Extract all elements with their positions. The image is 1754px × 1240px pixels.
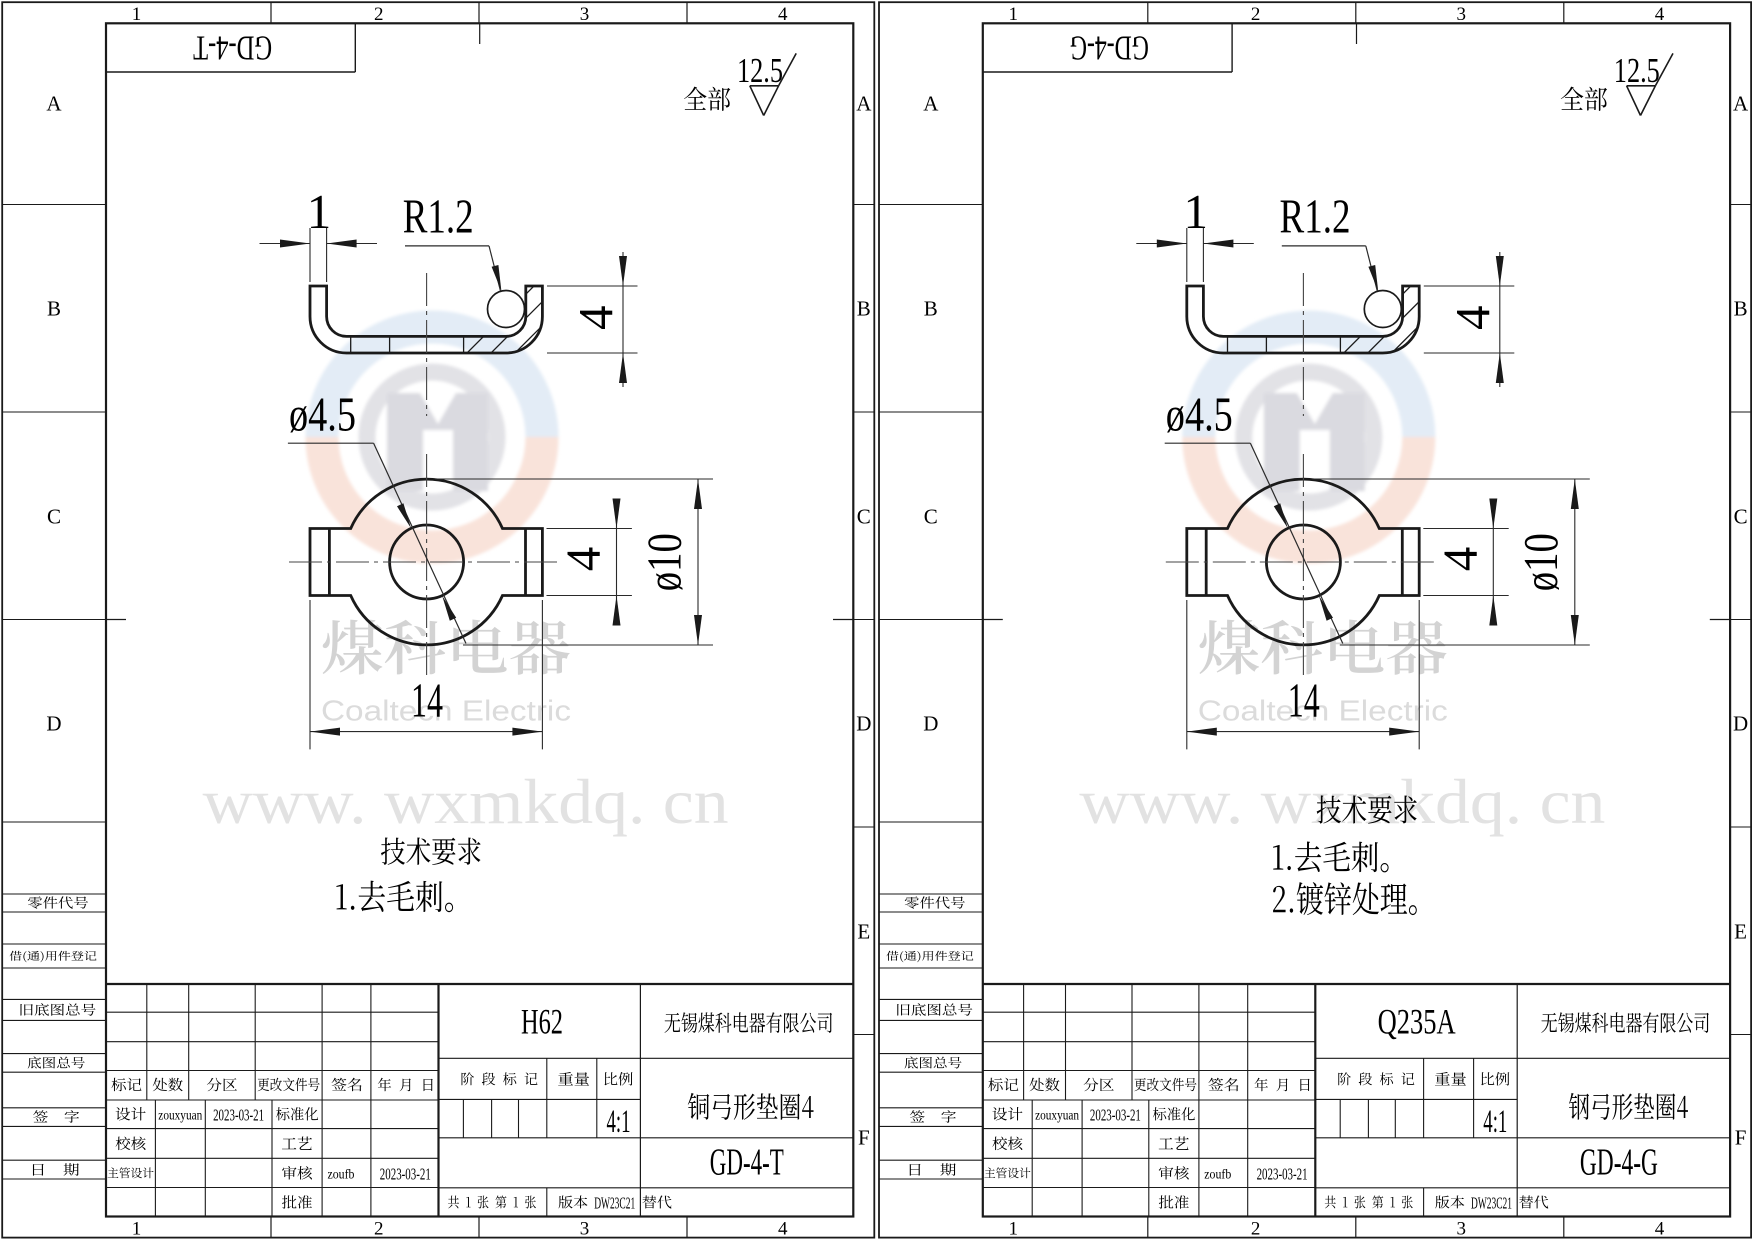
- svg-text:ø4.5: ø4.5: [1166, 387, 1233, 442]
- svg-text:4: 4: [1445, 305, 1500, 330]
- svg-text:A: A: [1733, 92, 1749, 116]
- svg-text:GD-4-G: GD-4-G: [1070, 28, 1149, 67]
- svg-text:GD-4-T: GD-4-T: [193, 28, 272, 67]
- svg-text:E: E: [857, 920, 870, 944]
- svg-text:D: D: [1733, 712, 1748, 736]
- svg-text:4: 4: [778, 4, 788, 25]
- svg-text:2: 2: [374, 1218, 384, 1239]
- svg-text:R1.2: R1.2: [403, 188, 474, 243]
- svg-text:4: 4: [778, 1218, 788, 1239]
- svg-text:12.5: 12.5: [737, 51, 783, 90]
- svg-text:2023-03-21: 2023-03-21: [1257, 1165, 1308, 1184]
- svg-text:3: 3: [580, 1218, 590, 1239]
- svg-text:www. wxmkdq. cn: www. wxmkdq. cn: [203, 766, 729, 837]
- svg-text:C: C: [1734, 505, 1748, 529]
- svg-text:DW23C21: DW23C21: [1471, 1194, 1512, 1213]
- svg-text:A: A: [856, 92, 872, 116]
- svg-text:4:1: 4:1: [607, 1104, 631, 1140]
- svg-text:4: 4: [1655, 1218, 1665, 1239]
- svg-text:zouxyuan: zouxyuan: [1035, 1109, 1079, 1124]
- svg-text:Q235A: Q235A: [1378, 1001, 1456, 1041]
- svg-text:4: 4: [556, 547, 611, 572]
- svg-text:B: B: [1734, 297, 1748, 321]
- svg-text:4: 4: [1655, 4, 1665, 25]
- svg-text:GD-4-G: GD-4-G: [1580, 1142, 1658, 1184]
- svg-text:1: 1: [1009, 1218, 1019, 1239]
- svg-text:12.5: 12.5: [1614, 51, 1660, 90]
- svg-text:R1.2: R1.2: [1280, 188, 1351, 243]
- svg-text:C: C: [47, 505, 61, 529]
- svg-text:2: 2: [1251, 4, 1261, 25]
- svg-text:www. wxmkdq. cn: www. wxmkdq. cn: [1079, 766, 1605, 837]
- svg-text:H62: H62: [521, 1001, 563, 1041]
- svg-text:3: 3: [580, 4, 590, 25]
- svg-text:A: A: [923, 92, 939, 116]
- svg-text:B: B: [924, 297, 938, 321]
- svg-text:2023-03-21: 2023-03-21: [380, 1165, 431, 1184]
- svg-text:14: 14: [1288, 672, 1320, 727]
- svg-text:zouxyuan: zouxyuan: [158, 1109, 202, 1124]
- svg-text:zoufb: zoufb: [328, 1168, 355, 1183]
- svg-text:GD-4-T: GD-4-T: [710, 1142, 784, 1184]
- svg-text:D: D: [46, 712, 61, 736]
- svg-text:B: B: [47, 297, 61, 321]
- svg-text:14: 14: [411, 672, 443, 727]
- svg-text:3: 3: [1457, 1218, 1467, 1239]
- svg-text:B: B: [857, 297, 871, 321]
- svg-text:F: F: [858, 1126, 870, 1150]
- svg-text:1: 1: [1009, 4, 1019, 25]
- svg-text:A: A: [46, 92, 62, 116]
- svg-text:C: C: [857, 505, 871, 529]
- svg-text:E: E: [1734, 920, 1747, 944]
- svg-text:3: 3: [1457, 4, 1467, 25]
- svg-text:DW23C21: DW23C21: [594, 1194, 635, 1213]
- svg-text:2023-03-21: 2023-03-21: [213, 1106, 264, 1125]
- svg-text:C: C: [924, 505, 938, 529]
- svg-text:zoufb: zoufb: [1204, 1168, 1231, 1183]
- svg-text:4: 4: [1432, 547, 1487, 572]
- svg-text:4: 4: [568, 305, 623, 330]
- svg-text:ø10: ø10: [1513, 533, 1568, 591]
- svg-text:2023-03-21: 2023-03-21: [1090, 1106, 1141, 1125]
- svg-text:Coaltech Electric: Coaltech Electric: [1198, 695, 1448, 727]
- svg-text:2: 2: [1251, 1218, 1261, 1239]
- svg-text:1: 1: [132, 4, 142, 25]
- svg-text:D: D: [923, 712, 938, 736]
- svg-text:1: 1: [132, 1218, 142, 1239]
- svg-text:ø10: ø10: [636, 533, 691, 591]
- svg-text:1: 1: [307, 184, 332, 239]
- svg-text:Coaltech Electric: Coaltech Electric: [321, 695, 571, 727]
- svg-text:D: D: [856, 712, 871, 736]
- svg-text:4:1: 4:1: [1483, 1104, 1507, 1140]
- svg-text:F: F: [1735, 1126, 1747, 1150]
- svg-text:1: 1: [1184, 184, 1209, 239]
- svg-text:2: 2: [374, 4, 384, 25]
- svg-text:ø4.5: ø4.5: [289, 387, 356, 442]
